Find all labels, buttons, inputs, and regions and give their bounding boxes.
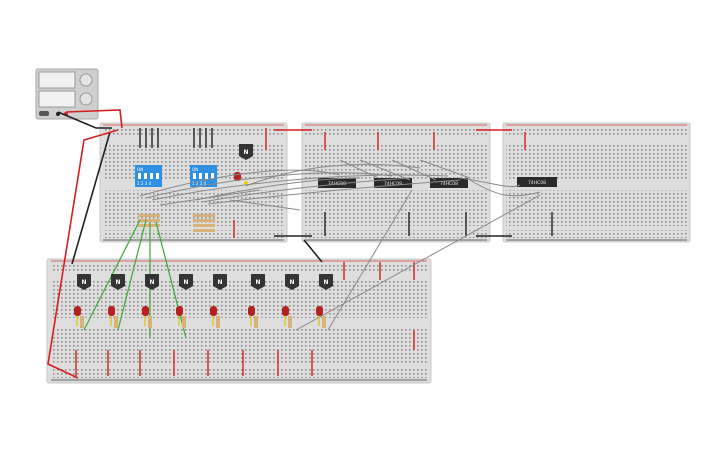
transistor-bottom-8[interactable]: N <box>319 274 333 290</box>
logic-chip-2[interactable]: 74HC08 <box>374 178 412 188</box>
transistor-label: N <box>81 279 86 286</box>
logic-chip-3[interactable]: 74HC08 <box>430 178 468 188</box>
dip-switch-1[interactable]: ON 1 2 3 4 <box>135 165 162 187</box>
dip-on-label: ON <box>137 167 143 172</box>
transistor-label: N <box>243 149 248 156</box>
resistor-4[interactable] <box>182 316 186 328</box>
transistor-top[interactable]: N <box>239 144 253 160</box>
power-supply[interactable] <box>35 68 99 120</box>
transistor-label: N <box>149 279 154 286</box>
dip-numbers: 1 2 3 4 <box>137 181 151 186</box>
resistor-1[interactable] <box>80 316 84 328</box>
resistor-8[interactable] <box>322 316 326 328</box>
dip-on-label: ON <box>192 167 198 172</box>
transistor-label: N <box>183 279 188 286</box>
transistor-label: N <box>115 279 120 286</box>
breadboard-3 <box>502 122 691 243</box>
led-8[interactable] <box>316 306 323 316</box>
logic-chip-4[interactable]: 74HC08 <box>517 177 557 187</box>
transistor-bottom-5[interactable]: N <box>213 274 227 290</box>
transistor-bottom-1[interactable]: N <box>77 274 91 290</box>
chip-label: 74HC08 <box>384 181 402 187</box>
led-4[interactable] <box>176 306 183 316</box>
transistor-label: N <box>217 279 222 286</box>
breadboard-4 <box>46 258 432 384</box>
led-7[interactable] <box>282 306 289 316</box>
transistor-label: N <box>323 279 328 286</box>
power-wires <box>47 109 323 379</box>
resistor-2[interactable] <box>114 316 118 328</box>
led-6[interactable] <box>248 306 255 316</box>
led-1[interactable] <box>74 306 81 316</box>
led-2[interactable] <box>108 306 115 316</box>
transistor-bottom-3[interactable]: N <box>145 274 159 290</box>
resistor-3[interactable] <box>148 316 152 328</box>
transistor-bottom-2[interactable]: N <box>111 274 125 290</box>
transistor-bottom-4[interactable]: N <box>179 274 193 290</box>
resistor-5[interactable] <box>216 316 220 328</box>
breadboard-2 <box>301 122 491 243</box>
led-5[interactable] <box>210 306 217 316</box>
led-3[interactable] <box>142 306 149 316</box>
transistor-bottom-7[interactable]: N <box>285 274 299 290</box>
transistor-bottom-6[interactable]: N <box>251 274 265 290</box>
resistor-6[interactable] <box>254 316 258 328</box>
chip-label: 74HC08 <box>528 180 546 186</box>
resistor-array-1[interactable] <box>138 214 160 227</box>
resistor-7[interactable] <box>288 316 292 328</box>
rail-jumpers <box>75 128 553 376</box>
transistor-label: N <box>255 279 260 286</box>
signal-wires <box>139 159 541 331</box>
chip-label: 74HC08 <box>440 181 458 187</box>
transistor-label: N <box>289 279 294 286</box>
resistor-array-2[interactable] <box>193 214 215 232</box>
dip-numbers: 1 2 3 4 <box>192 181 206 186</box>
